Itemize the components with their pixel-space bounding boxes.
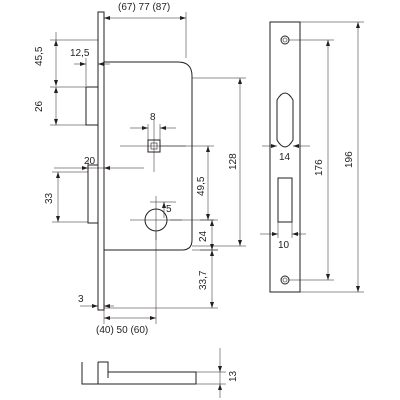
dim-backset-width: (67) 77 (87) — [103, 2, 187, 58]
dim-bolt-height: 26 — [34, 86, 86, 126]
deadbolt — [85, 86, 99, 126]
lock-faceplate — [97, 11, 105, 311]
profile-left-end — [81, 362, 110, 385]
faceplate-thickness-label: 13 — [228, 370, 239, 382]
faceplate-inner-label: 176 — [314, 159, 325, 176]
dim-key-size: 5 — [150, 201, 176, 218]
dim-thickness: 3 — [78, 294, 114, 308]
dim-top-offset: 45,5 — [34, 32, 98, 86]
bolt-height-label: 26 — [34, 100, 45, 112]
bolt-offset-label: 12,5 — [70, 48, 90, 59]
dim-backset: (40) 50 (60) — [96, 232, 157, 336]
latch-height-label: 33 — [44, 192, 55, 204]
dim-body-height: 128 — [192, 77, 246, 247]
thickness-label: 3 — [78, 294, 84, 305]
profile-body — [108, 371, 197, 385]
dim-key-distance: 24 — [198, 219, 218, 251]
dim-faceplate-inner: 176 — [289, 39, 334, 281]
key-distance-label: 24 — [198, 230, 209, 242]
dim-latch-width: 20 — [54, 156, 144, 172]
latch-hole — [277, 177, 293, 223]
profile-view: 13 — [81, 348, 239, 398]
profile-tab — [98, 361, 109, 378]
top-offset-label: 45,5 — [34, 46, 45, 66]
dim-latch-hole: 10 — [260, 222, 306, 251]
dim-faceplate-total: 196 — [300, 21, 364, 293]
dim-spindle-center: 49,5 — [160, 145, 214, 221]
faceplate-front — [269, 21, 301, 293]
dim-bottom-offset: 33,7 — [104, 249, 218, 309]
dim-spindle-size: 8 — [130, 112, 176, 140]
bottom-offset-label: 33,7 — [198, 270, 209, 290]
spindle-center-label: 49,5 — [196, 176, 207, 196]
backset-label: (40) 50 (60) — [96, 325, 148, 336]
deadbolt-slot — [276, 92, 294, 148]
strike-width-label: 14 — [279, 152, 291, 163]
backset-width-label: (67) 77 (87) — [118, 2, 170, 13]
faceplate-total-label: 196 — [344, 151, 355, 168]
dim-strike-width: 14 — [262, 144, 310, 163]
faceplate-outline — [269, 21, 301, 293]
key-size-label: 5 — [166, 204, 172, 215]
body-height-label: 128 — [228, 153, 239, 170]
screw-hole-top — [280, 35, 290, 45]
latch-width-label: 20 — [84, 156, 96, 167]
lock-body — [85, 11, 193, 311]
latch-bolt — [87, 164, 99, 224]
lock-case — [104, 61, 193, 251]
spindle-size-label: 8 — [150, 112, 156, 123]
dim-latch-height: 33 — [44, 171, 88, 223]
latch-hole-label: 10 — [278, 240, 290, 251]
screw-hole-bottom — [280, 275, 290, 285]
dim-bolt-offset: 12,5 — [70, 48, 110, 86]
